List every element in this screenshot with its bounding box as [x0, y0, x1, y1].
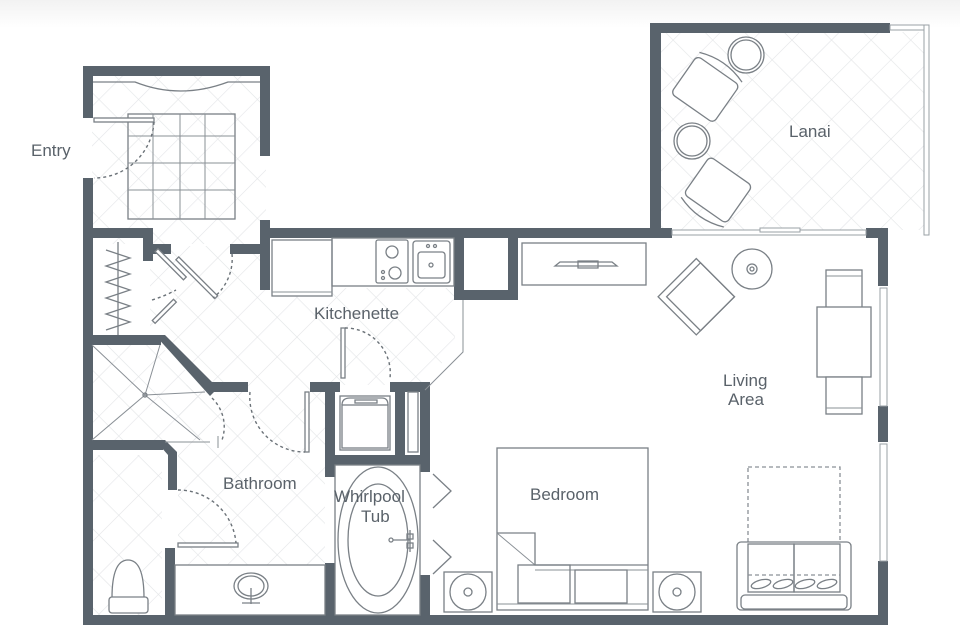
- toilet: [108, 559, 149, 614]
- label-bathroom: Bathroom: [223, 474, 297, 493]
- windows: [671, 24, 930, 562]
- whirlpool-tub: [334, 464, 452, 616]
- label-whirlpool-line2: Tub: [361, 507, 390, 526]
- hall-door[interactable]: [174, 255, 219, 300]
- label-living-line2: Area: [728, 390, 764, 409]
- bathroom: [91, 344, 326, 616]
- bedroom: [443, 447, 852, 613]
- bifold-door[interactable]: [154, 247, 188, 281]
- kitchen-door[interactable]: [340, 327, 346, 379]
- label-living-line1: Living: [723, 371, 767, 390]
- tv-console: [521, 242, 647, 286]
- sofa-bed: [736, 541, 852, 611]
- lanai-chair: [672, 51, 743, 122]
- toilet-room-door[interactable]: [177, 542, 239, 548]
- lanai-side-table: [673, 122, 711, 160]
- bathroom-door[interactable]: [304, 391, 310, 453]
- bed: [496, 447, 649, 611]
- shower: [91, 344, 206, 441]
- label-entry: Entry: [31, 141, 71, 160]
- label-kitchenette: Kitchenette: [314, 304, 399, 323]
- walls: [83, 23, 890, 625]
- side-table: [731, 248, 773, 290]
- hanging-clothes: [103, 242, 133, 335]
- washer-dryer: [339, 391, 419, 453]
- refrigerator: [271, 239, 333, 297]
- lounge-chair: [657, 257, 736, 336]
- room-labels: Entry Lanai Kitchenette Living Area Bath…: [31, 122, 831, 526]
- tile-floors: [92, 32, 924, 615]
- entry-door[interactable]: [93, 117, 155, 123]
- nightstand: [652, 571, 702, 613]
- entry-room: [93, 81, 260, 220]
- label-whirlpool-line1: Whirlpool: [334, 487, 405, 506]
- label-bedroom: Bedroom: [530, 485, 599, 504]
- living-area: [521, 242, 872, 415]
- lanai-chair: [680, 157, 752, 228]
- kitchenette: [271, 237, 464, 391]
- label-lanai: Lanai: [789, 122, 831, 141]
- nightstand: [443, 571, 493, 613]
- dining-table: [816, 306, 872, 378]
- lanai-side-table: [727, 36, 765, 74]
- closet: [103, 242, 233, 335]
- lanai: [672, 36, 765, 228]
